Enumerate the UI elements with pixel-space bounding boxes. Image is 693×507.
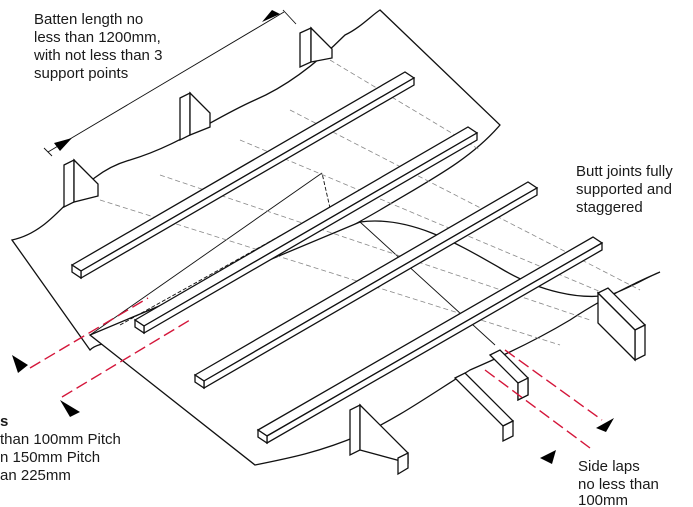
rafter-back-left (63, 158, 99, 209)
butt-joints-label: Butt joints fully supported and staggere… (576, 163, 677, 216)
batten-1 (70, 71, 416, 280)
batten-2 (133, 126, 479, 335)
arrowhead-icon (540, 450, 556, 464)
arrowhead-icon (596, 418, 614, 432)
rafter-front-left (349, 403, 409, 476)
arrowhead-icon (262, 10, 280, 22)
arrowhead-icon (60, 400, 80, 417)
arrowhead-icon (12, 355, 28, 373)
rafter-back-right (299, 26, 333, 69)
batten-3 (193, 181, 539, 390)
batten-length-dimension (43, 9, 297, 157)
rafter-front-right (596, 287, 647, 362)
side-lap-dimension (484, 349, 614, 464)
batten-4 (256, 236, 604, 445)
end-lap-dimension (12, 297, 191, 417)
rafter-back-mid (179, 91, 211, 142)
batten-length-label: Batten length no less than 1200mm, with … (33, 11, 167, 82)
rafter-front-mid (453, 349, 529, 443)
end-laps-label: s than 100mm Pitch n 150mm Pitch an 225m… (0, 413, 125, 484)
side-laps-label: Side laps no less than 100mm (578, 458, 663, 507)
arrowhead-icon (54, 138, 72, 151)
sheet-joint-line (89, 172, 323, 336)
